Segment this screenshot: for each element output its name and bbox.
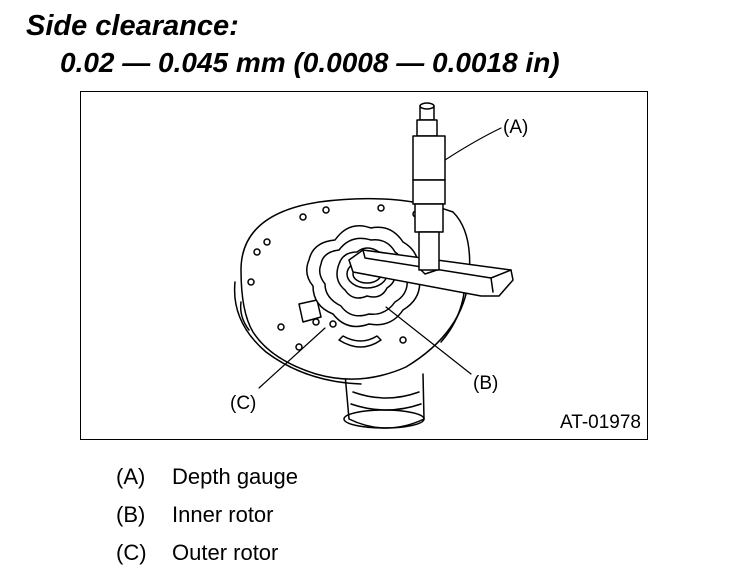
page-title: Side clearance:	[26, 10, 239, 42]
legend-key: (B)	[116, 502, 146, 527]
figure-frame: (A) (B) (C) AT-01978	[80, 91, 648, 440]
oil-pump-illustration	[233, 102, 514, 429]
figure-id: AT-01978	[560, 412, 641, 433]
callout-b: (B)	[473, 373, 499, 394]
legend-key: (C)	[116, 540, 147, 565]
legend-item: (A) Depth gauge	[116, 464, 298, 502]
legend: (A) Depth gauge (B) Inner rotor (C) Oute…	[116, 464, 298, 578]
legend-item: (B) Inner rotor	[116, 502, 298, 540]
callout-a: (A)	[503, 117, 529, 138]
legend-key: (A)	[116, 464, 146, 489]
leader-lines	[258, 127, 502, 389]
pump-shaft-base	[343, 373, 425, 429]
depth-gauge	[412, 102, 446, 275]
clearance-spec: 0.02 — 0.045 mm (0.0008 — 0.0018 in)	[60, 47, 560, 78]
legend-label: Outer rotor	[172, 540, 279, 565]
legend-item: (C) Outer rotor	[116, 540, 298, 578]
legend-label: Depth gauge	[172, 464, 298, 489]
legend-label: Inner rotor	[172, 502, 274, 527]
callout-c: (C)	[230, 393, 257, 414]
